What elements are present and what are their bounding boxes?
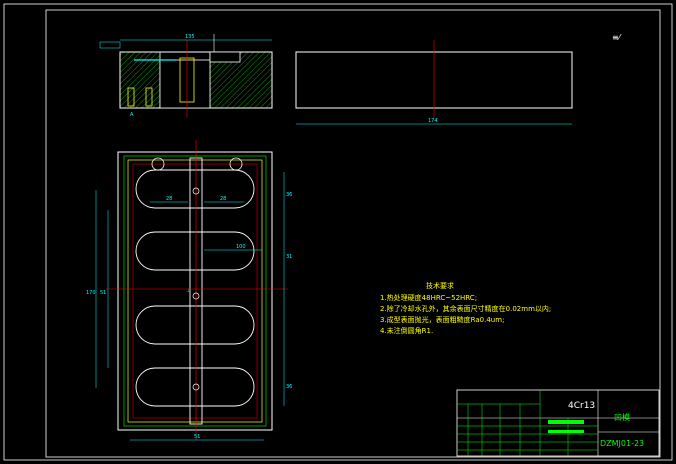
dim-slot-width-1: 28	[166, 196, 172, 202]
hole-c3	[192, 383, 200, 391]
title-mark-2	[548, 430, 584, 433]
dim-pitch3: 36	[286, 384, 292, 390]
plan-view: 170 51 51 28 28 100 36 31 36 ⊥	[86, 140, 292, 441]
cavity-4	[135, 367, 255, 407]
material-text: 4Cr13	[568, 401, 595, 411]
dim-slot-width-2: 28	[220, 196, 226, 202]
plan-outer	[117, 151, 273, 431]
hole-tl	[151, 157, 165, 171]
cavity-2	[135, 231, 255, 271]
outer-border	[3, 3, 673, 461]
plan-green-frame	[123, 155, 267, 427]
datum-label: ⊥	[186, 288, 190, 294]
hole-tr	[229, 157, 243, 171]
dim-pitch2: 31	[286, 254, 292, 260]
cavity-1	[135, 169, 255, 209]
dim-slot-length: 100	[236, 244, 246, 250]
tech-item-1: 1.热处理硬度48HRC~52HRC;	[380, 293, 477, 302]
section-view: 135 A	[99, 34, 273, 118]
section-left-tab	[99, 41, 121, 49]
side-view: 174	[295, 40, 573, 125]
tech-requirements: 技术要求 1.热处理硬度48HRC~52HRC; 2.除了冷却水孔外，其余表面尺…	[380, 281, 551, 335]
title-mark-1	[548, 420, 584, 424]
part-name-text: 凹模	[614, 412, 630, 422]
title-block: 4Cr13 凹模 DZMJ01-23	[456, 389, 660, 457]
section-step	[209, 51, 241, 63]
hole-c2	[192, 292, 200, 300]
plan-red-frame	[132, 163, 258, 419]
section-pin-1	[127, 87, 135, 107]
dim-top-width: 135	[185, 34, 195, 40]
plan-inner	[127, 159, 263, 423]
drawing-no-text: DZMJ01-23	[600, 439, 644, 448]
dim-bottom-width: 51	[194, 434, 200, 440]
tech-title: 技术要求	[426, 281, 454, 290]
dim-side-inner: 51	[100, 290, 106, 296]
cavity-3	[135, 305, 255, 345]
tech-item-4: 4.未注倒圆角R1.	[380, 326, 433, 335]
inner-border	[45, 9, 661, 458]
section-pin-2	[145, 87, 153, 107]
dim-right-width: 174	[428, 118, 438, 124]
dim-pitch: 36	[286, 192, 292, 198]
corner-mark: ≡⁄	[612, 33, 622, 42]
section-cavity	[159, 59, 211, 109]
title-block-frame	[456, 389, 660, 457]
dim-side-total: 170	[86, 290, 96, 296]
hole-c1	[192, 187, 200, 195]
section-label: A	[130, 112, 134, 118]
tech-item-2: 2.除了冷却水孔外，其余表面尺寸精度在0.02mm以内;	[380, 304, 551, 313]
section-hatch-left	[119, 51, 161, 109]
tech-item-3: 3.成型表面抛光，表面粗糙度Ra0.4um;	[380, 315, 504, 324]
